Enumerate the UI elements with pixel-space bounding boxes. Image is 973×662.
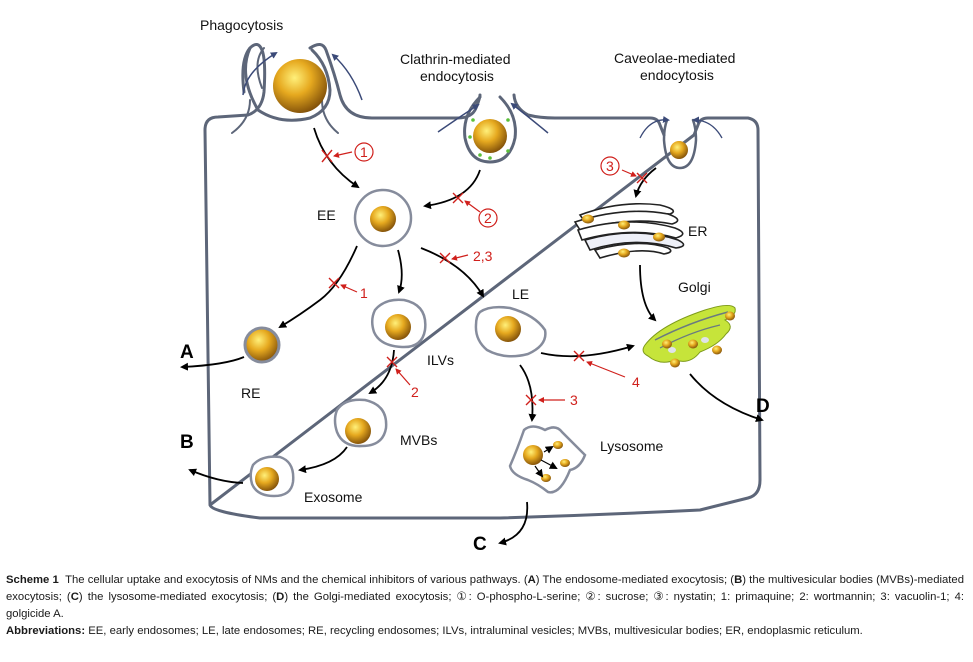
svg-text:2: 2 <box>411 384 419 400</box>
inhibitor-le-lysosome: 3 <box>525 392 578 408</box>
exit-label-d: D <box>756 396 770 417</box>
arrow-ilv-to-mvb <box>368 349 395 395</box>
caption-letter-c: C <box>70 591 79 603</box>
caption-letter-a: A <box>527 574 536 586</box>
svg-text:2,3: 2,3 <box>473 248 493 264</box>
label-caveolae-line1: Caveolae-mediated <box>614 50 735 66</box>
clathrin-pit <box>463 95 517 164</box>
caption-text-b: ) the multivesicular bodies (MVBs)-media… <box>6 574 964 603</box>
golgi-apparatus <box>642 304 736 363</box>
exit-label-b: B <box>180 432 194 453</box>
arrow-phago-to-ee <box>313 127 360 189</box>
arrow-ee-to-re <box>278 245 358 329</box>
exit-label-a: A <box>180 342 194 363</box>
svg-text:1: 1 <box>360 285 368 301</box>
caption-letter-b: B <box>734 574 743 586</box>
arrow-exit-d <box>689 373 764 422</box>
inhibitor-ee-le: 2,3 <box>439 248 493 264</box>
label-er: ER <box>688 223 707 239</box>
caption-letter-d: D <box>276 591 285 603</box>
lysosome <box>508 425 587 494</box>
arrow-exit-c <box>498 501 529 546</box>
label-golgi: Golgi <box>678 279 711 295</box>
label-clathrin-line2: endocytosis <box>420 68 494 84</box>
inhibitor-ee-re: 1 <box>328 277 368 301</box>
phagocytic-cup <box>244 46 332 122</box>
nanoparticle <box>495 316 521 342</box>
arrow-exit-b <box>188 468 244 484</box>
label-le: LE <box>512 286 529 302</box>
inhibitor-ilv-mvb: 2 <box>386 356 419 400</box>
arrow-caveolae-to-er <box>633 167 657 198</box>
svg-text:1: 1 <box>360 144 368 160</box>
caption-text-a: ) The endosome-mediated exocytosis; ( <box>535 574 735 586</box>
caption-text-1: The cellular uptake and exocytosis of NM… <box>65 574 528 586</box>
cell-membrane <box>203 43 762 520</box>
arrow-exit-a <box>180 356 245 371</box>
nanoparticle <box>370 206 396 232</box>
label-lysosome: Lysosome <box>600 438 664 454</box>
arrow-er-to-golgi <box>639 264 657 322</box>
caption-text-c: ) the lysosome-mediated exocytosis; ( <box>78 591 277 603</box>
arrow-le-to-golgi <box>540 343 635 358</box>
label-ilvs: ILVs <box>427 352 454 368</box>
svg-text:2: 2 <box>484 210 492 226</box>
nanoparticle <box>255 467 279 491</box>
abbreviations-text: EE, early endosomes; LE, late endosomes;… <box>88 625 863 637</box>
arrow-ee-to-le <box>420 247 485 298</box>
endoplasmic-reticulum <box>573 202 685 259</box>
nanoparticle <box>273 59 327 113</box>
caption-body: Scheme 1 The cellular uptake and exocyto… <box>6 572 964 623</box>
recycling-endosome <box>243 326 281 364</box>
svg-text:4: 4 <box>632 374 640 390</box>
label-clathrin-line1: Clathrin-mediated <box>400 51 511 67</box>
inhibitor-phago: 1 <box>321 142 374 163</box>
nanoparticle <box>473 119 507 153</box>
abbreviations-label: Abbreviations: <box>6 625 86 637</box>
exit-label-c: C <box>473 534 487 555</box>
label-caveolae-line2: endocytosis <box>640 67 714 83</box>
label-re: RE <box>241 385 260 401</box>
caveolae-pit <box>662 118 698 170</box>
inhibitor-caveolae: 3 <box>600 156 648 184</box>
nanoparticle <box>670 141 688 159</box>
label-mvbs: MVBs <box>400 432 437 448</box>
arrow-ee-to-ilv <box>397 249 405 294</box>
scheme-label: Scheme 1 <box>6 574 59 586</box>
arrow-le-to-lysosome <box>519 364 537 422</box>
svg-text:3: 3 <box>570 392 578 408</box>
label-exosome: Exosome <box>304 489 363 505</box>
caption-text-d: ) the Golgi-mediated exocytosis; ①: O-ph… <box>6 591 965 620</box>
arrow-clathrin-to-ee <box>423 169 481 210</box>
figure-caption: Scheme 1 The cellular uptake and exocyto… <box>6 572 964 640</box>
svg-text:3: 3 <box>606 158 614 174</box>
inhibitor-clathrin: 2 <box>452 192 498 228</box>
label-phagocytosis: Phagocytosis <box>200 17 283 33</box>
nanoparticle <box>523 445 543 465</box>
endocytosis-exocytosis-diagram: Phagocytosis Clathrin-mediated endocytos… <box>180 17 770 555</box>
arrow-mvb-to-exosome <box>298 446 348 474</box>
nanoparticle <box>345 418 371 444</box>
nanoparticle <box>385 314 411 340</box>
label-ee: EE <box>317 207 336 223</box>
inhibitor-le-golgi: 4 <box>573 350 640 390</box>
caption-abbreviations: Abbreviations: EE, early endosomes; LE, … <box>6 623 964 640</box>
